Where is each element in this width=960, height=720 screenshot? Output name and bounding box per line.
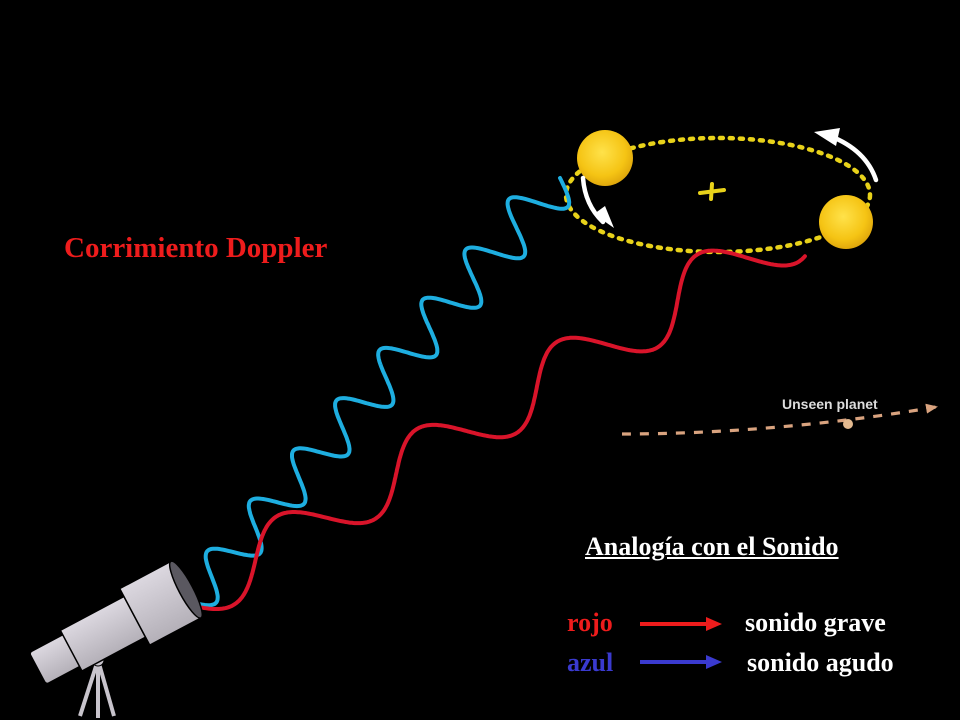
center-of-mass-icon	[698, 182, 726, 201]
telescope-icon	[29, 560, 203, 718]
star-icon	[819, 195, 873, 249]
red-wave	[183, 248, 807, 611]
legend-word-blue: azul	[567, 648, 614, 677]
planet-label: Unseen planet	[782, 396, 878, 412]
planet-icon	[843, 419, 853, 429]
legend-arrow-red	[640, 617, 722, 631]
analogy-heading: Analogía con el Sonido	[585, 532, 839, 561]
planet-trajectory	[621, 403, 938, 436]
legend-meaning-red: sonido grave	[745, 608, 886, 637]
page-title: Corrimiento Doppler	[64, 232, 328, 264]
legend-meaning-blue: sonido agudo	[747, 648, 894, 677]
orbit-arrow-icon	[814, 128, 879, 183]
orbit-arrow-icon	[580, 175, 614, 228]
legend-arrow-blue	[640, 655, 722, 669]
star-icon	[577, 130, 633, 186]
legend-word-red: rojo	[567, 608, 613, 637]
